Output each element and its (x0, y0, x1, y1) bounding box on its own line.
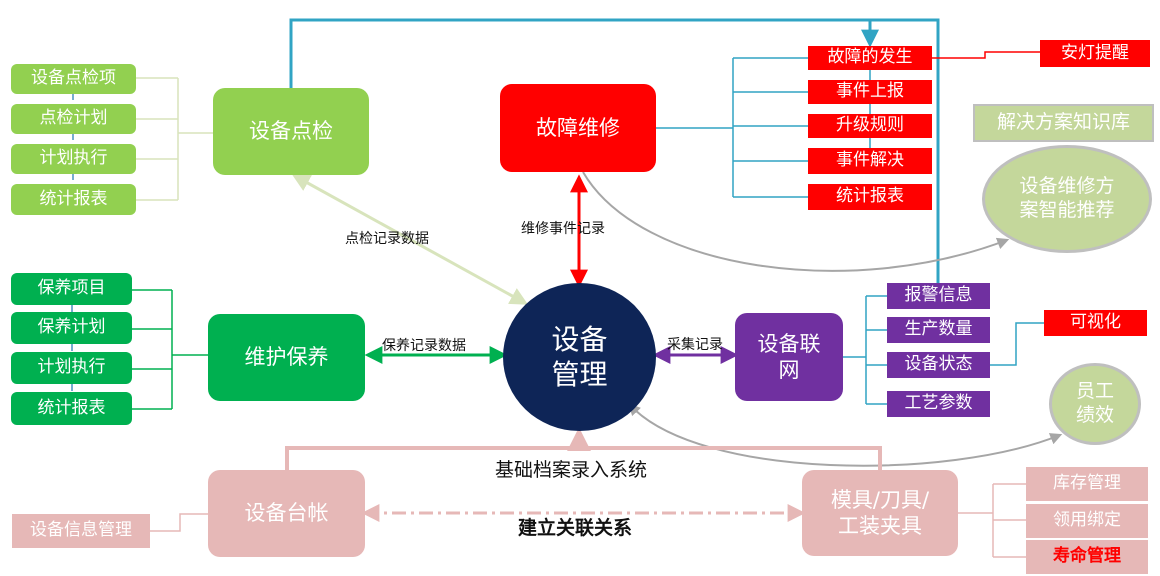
maintenance-item: 保养项目 (11, 273, 132, 305)
fault-step: 统计报表 (808, 184, 932, 210)
iot-item: 报警信息 (887, 283, 990, 309)
ledger-info: 设备信息管理 (12, 514, 150, 548)
association-label: 建立关联关系 (518, 517, 633, 539)
fault-step: 事件上报 (808, 80, 932, 104)
equipment-management-hub: 设备 管理 (503, 283, 656, 431)
iot-item: 工艺参数 (887, 391, 990, 417)
tooling-node: 模具/刀具/ 工装夹具 (802, 470, 958, 556)
fault-step: 故障的发生 (808, 46, 932, 70)
employee-performance: 员工 绩效 (1049, 363, 1141, 445)
tooling-item: 库存管理 (1026, 467, 1148, 501)
ledger-node: 设备台帐 (208, 470, 365, 557)
foundation-label: 基础档案录入系统 (495, 459, 648, 481)
iot-link-label: 采集记录 (667, 337, 723, 353)
maintenance-item: 计划执行 (11, 352, 132, 384)
inspection-node: 设备点检 (213, 88, 369, 175)
iot-node: 设备联 网 (735, 313, 843, 401)
inspection-item: 点检计划 (11, 104, 136, 134)
maintenance-link-label: 保养记录数据 (382, 338, 466, 354)
iot-item: 生产数量 (887, 317, 990, 343)
iot-item: 设备状态 (887, 352, 990, 378)
visualization: 可视化 (1044, 310, 1147, 336)
inspection-item: 统计报表 (11, 184, 136, 215)
andon-alert: 安灯提醒 (1040, 40, 1150, 67)
inspection-item: 计划执行 (11, 144, 136, 174)
fault-repair-node: 故障维修 (500, 84, 656, 172)
fault-link-label: 维修事件记录 (521, 221, 605, 237)
fault-step: 升级规则 (808, 114, 932, 138)
maintenance-item: 保养计划 (11, 312, 132, 344)
tooling-item: 领用绑定 (1026, 504, 1148, 538)
tooling-item: 寿命管理 (1026, 540, 1148, 574)
maintenance-node: 维护保养 (208, 314, 365, 401)
fault-step: 事件解决 (808, 148, 932, 174)
knowledge-base: 解决方案知识库 (973, 104, 1154, 142)
repair-recommendation: 设备维修方 案智能推荐 (982, 145, 1152, 253)
inspection-item: 设备点检项 (11, 64, 136, 94)
inspection-link-label: 点检记录数据 (345, 231, 429, 247)
maintenance-item: 统计报表 (11, 392, 132, 425)
